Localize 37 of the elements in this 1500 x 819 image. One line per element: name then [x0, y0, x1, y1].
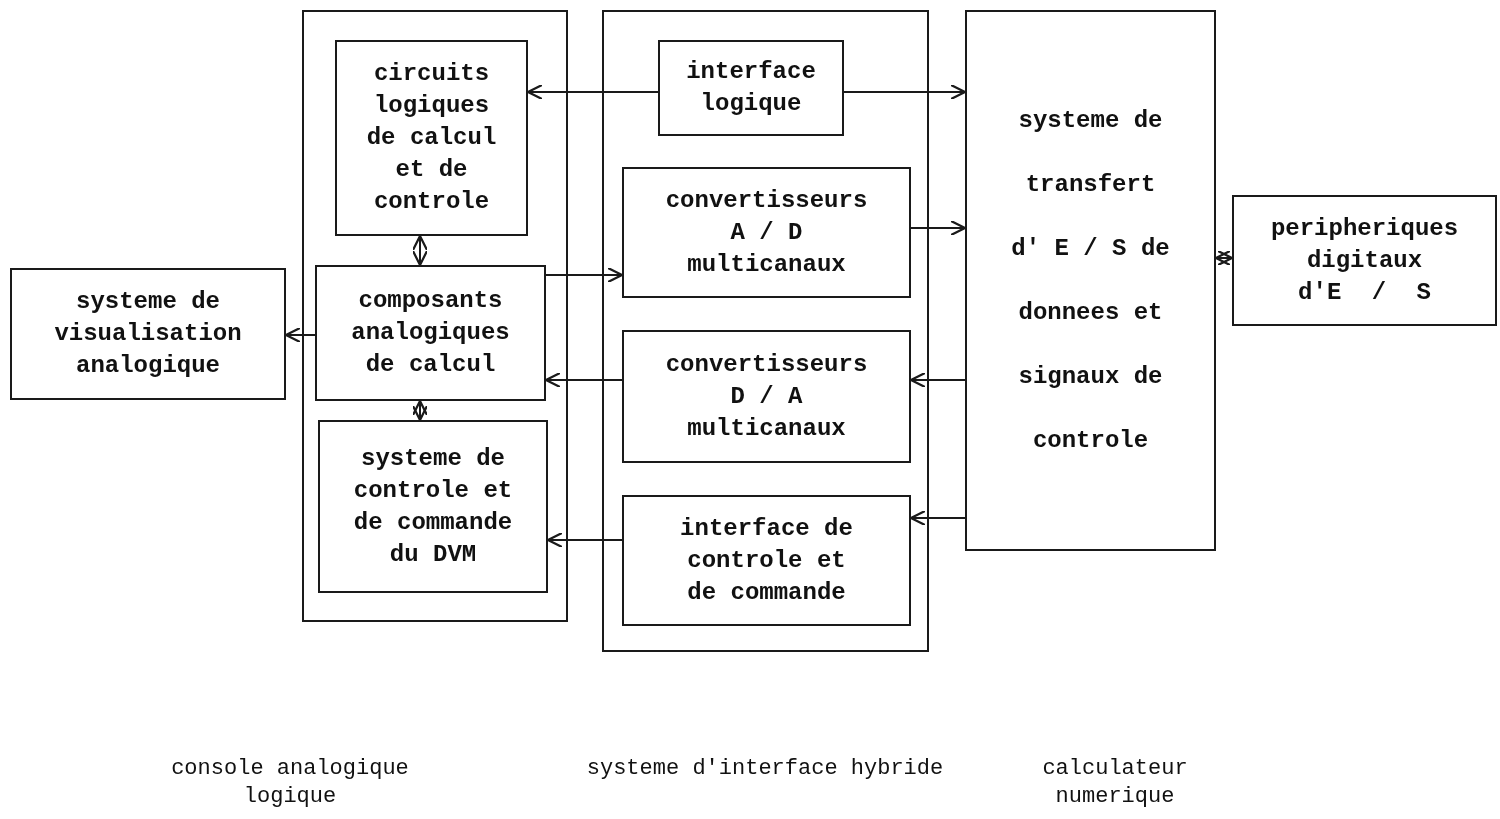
arrow — [544, 371, 623, 389]
arrow — [526, 83, 659, 101]
process-box — [622, 330, 911, 463]
process-box — [335, 40, 528, 236]
process-box — [318, 420, 548, 593]
process-box — [10, 268, 286, 400]
group-box — [302, 10, 568, 622]
arrow — [909, 509, 966, 527]
box-label: convertisseurs A / D multicanaux — [664, 185, 869, 280]
box-label: convertisseurs D / A multicanaux — [664, 349, 869, 444]
group-box — [602, 10, 929, 652]
box-label: circuits logiques de calcul et de controle — [365, 59, 498, 217]
process-box — [965, 10, 1216, 551]
process-box — [1232, 195, 1497, 326]
arrow — [910, 219, 967, 237]
note-label: systeme d'interface hybride — [585, 755, 945, 783]
box-label: systeme de controle et de commande du DVM — [352, 443, 514, 570]
arrow — [546, 531, 623, 549]
arrow — [411, 234, 429, 267]
arrow — [909, 371, 966, 389]
box-label: systeme de visualisation analogique — [53, 287, 243, 381]
arrow — [1214, 249, 1234, 267]
arrow — [843, 83, 967, 101]
process-box — [315, 265, 546, 401]
note-label: calculateur numerique — [1041, 755, 1189, 811]
process-box — [622, 495, 911, 626]
arrow — [545, 266, 624, 284]
note-label: console analogique logique — [170, 755, 410, 811]
process-box — [622, 167, 911, 298]
process-box — [658, 40, 844, 136]
arrow — [411, 399, 429, 422]
box-label: systeme de transfert d' E / S de donnees et signaux de controle — [1010, 105, 1171, 456]
box-label: composants analogiques de calcul — [350, 286, 511, 380]
box-label: interface de controle et de commande — [679, 513, 854, 608]
arrow — [284, 326, 316, 344]
box-label: interface logique — [685, 57, 817, 119]
box-label: peripheriques digitaux d'E / S — [1270, 213, 1459, 308]
